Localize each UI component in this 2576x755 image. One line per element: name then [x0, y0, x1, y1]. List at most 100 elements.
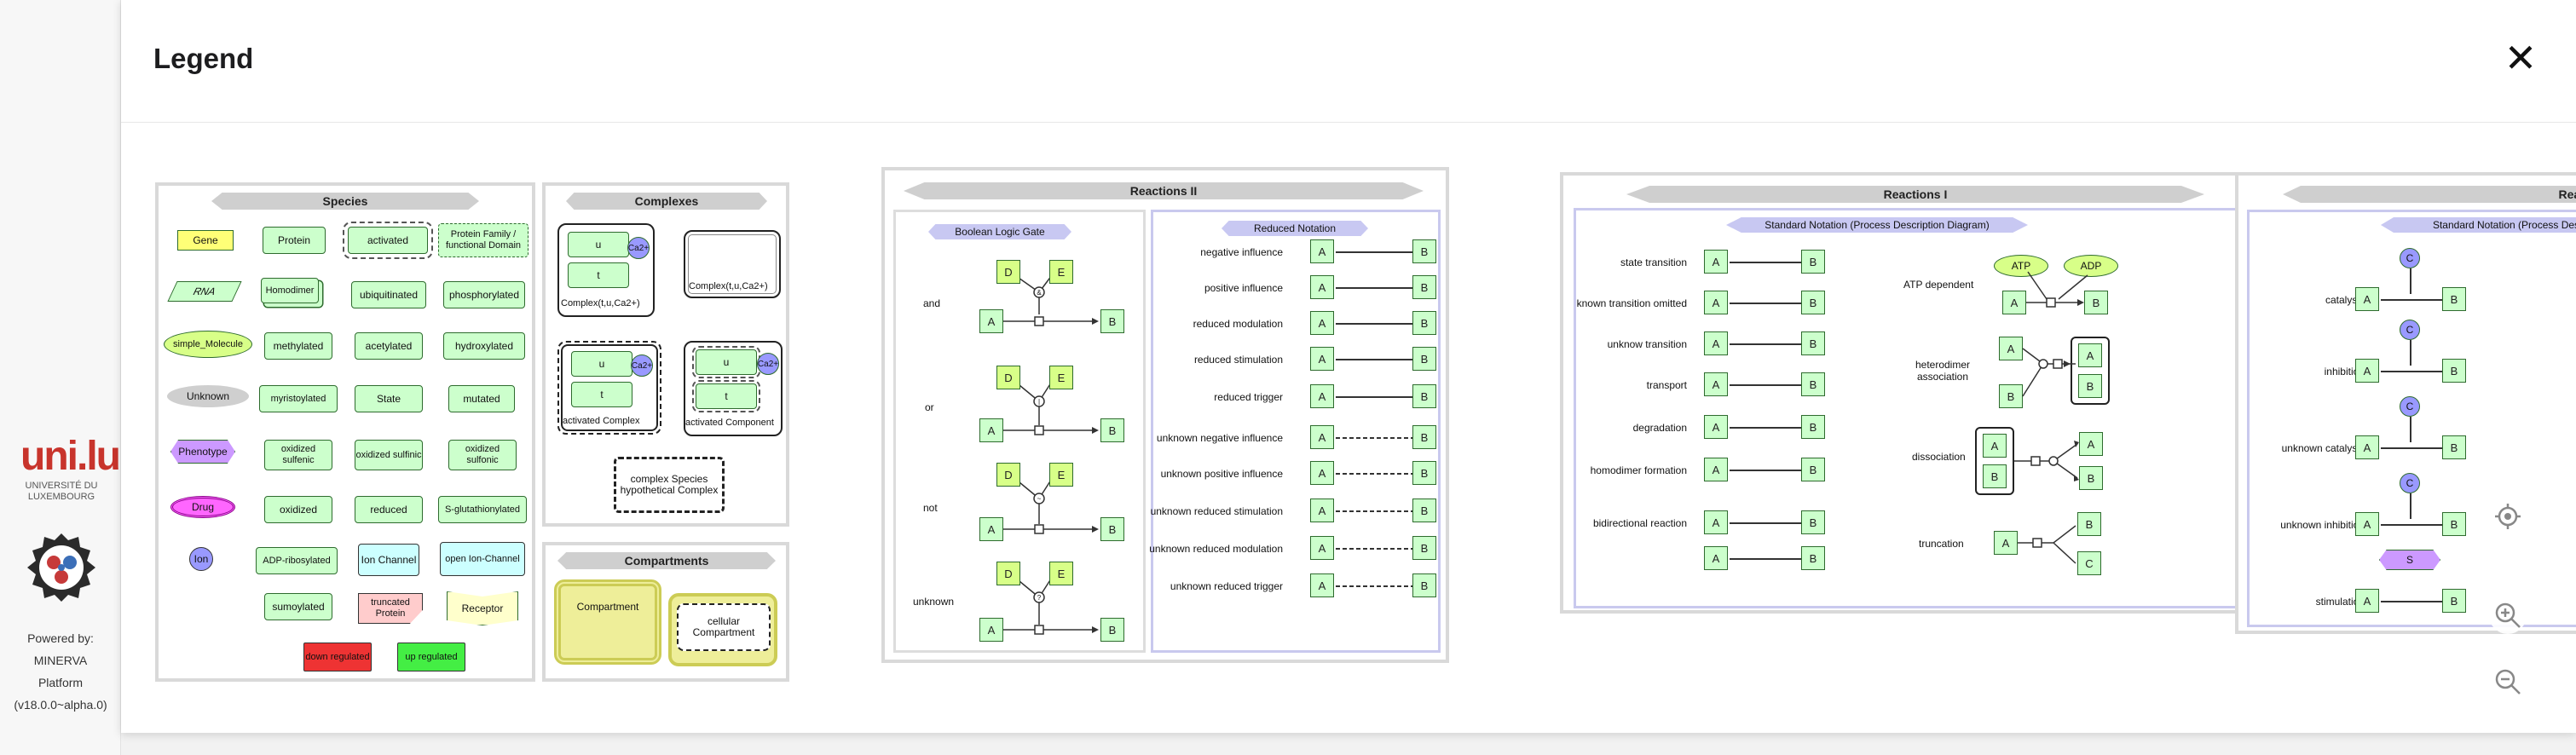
compartment-node: Compartment — [554, 579, 661, 665]
species-panel: Species Gene Protein activated Protein F… — [155, 182, 535, 682]
unknown-node: Unknown — [167, 385, 249, 407]
reaction-i-b: B — [1801, 415, 1825, 439]
reaction-i-b: B — [1801, 331, 1825, 355]
svg-text:?: ? — [1037, 594, 1042, 602]
reduced-row-b: B — [1412, 499, 1436, 522]
reaction-iii-line — [2381, 299, 2442, 301]
reduced-row-b: B — [1412, 425, 1436, 449]
and-a: A — [979, 309, 1003, 333]
myristoylated-node: myristoylated — [259, 385, 338, 412]
reduced-row-line — [1336, 323, 1412, 325]
reaction-i-line — [1730, 384, 1801, 386]
complex-4-ca-ion: Ca2+ — [757, 353, 779, 375]
reduced-row-b: B — [1412, 347, 1436, 371]
reaction-iii-b: B — [2442, 512, 2466, 536]
atp-dependent-label: ATP dependent — [1903, 279, 1974, 291]
reaction-iii-a: A — [2355, 287, 2379, 311]
reduced-row-label: reduced modulation — [1193, 318, 1283, 330]
gate-or-label: or — [925, 401, 934, 413]
unknown-a: A — [979, 618, 1003, 642]
boolean-gate-title: Boolean Logic Gate — [928, 224, 1071, 239]
boolean-gate-box: Boolean Logic Gate and or not unknown — [893, 210, 1146, 653]
trunc-b: B — [2077, 512, 2101, 536]
reduced-row-line — [1336, 359, 1412, 360]
standard-notation-box-full: Standard Notation (Process Description D… — [1574, 208, 2255, 608]
reaction-iii-label: unknown inhibition — [2280, 519, 2365, 531]
complexes-panel: Complexes u t Ca2+ Complex(t,u,Ca2+) Com… — [542, 182, 789, 527]
reduced-row-line — [1336, 548, 1412, 550]
platform-name: MINERVA — [33, 654, 88, 667]
reaction-i-a: A — [1704, 372, 1728, 396]
sumoylated-node: sumoylated — [264, 593, 332, 620]
complex-1-label: Complex(t,u,Ca2+) — [561, 298, 640, 308]
minerva-logo-icon[interactable] — [26, 532, 97, 603]
reaction-i-line2 — [1730, 558, 1801, 560]
university-logo[interactable]: uni.lu UNIVERSITÉ DU LUXEMBOURG — [20, 433, 121, 503]
reaction-iii-b: B — [2442, 589, 2466, 613]
reaction-iii-a: A — [2355, 512, 2379, 536]
reduced-row-label: reduced trigger — [1214, 391, 1283, 403]
reaction-iii-mod-line — [2410, 493, 2411, 519]
reaction-i-b: B — [1801, 510, 1825, 534]
compartments-title: Compartments — [557, 552, 776, 569]
reduced-row-a: A — [1310, 461, 1334, 485]
gate-diagrams: &|~? — [996, 271, 1099, 635]
reaction-i-label: known transition omitted — [1576, 297, 1687, 309]
close-icon[interactable]: ✕ — [2504, 36, 2538, 80]
species-title: Species — [211, 193, 479, 210]
phosphorylated-node: phosphorylated — [443, 281, 525, 308]
reaction-iii-c: C — [2400, 473, 2420, 493]
reduced-row-a: A — [1310, 239, 1334, 263]
powered-by: Powered by: MINERVA Platform (v18.0.0~al… — [0, 627, 121, 716]
hetero-complex — [2071, 337, 2110, 405]
rna-node: RNA — [167, 281, 242, 302]
and-e: E — [1049, 260, 1073, 284]
reduced-row-b: B — [1412, 536, 1436, 560]
oxidized-sulfonic-node: oxidized sulfonic — [448, 440, 517, 470]
reaction-iii-b: B — [2442, 359, 2466, 383]
reduced-row-b: B — [1412, 573, 1436, 597]
activated-node: activated — [343, 222, 433, 259]
adp-node: ADP — [2064, 255, 2118, 277]
reaction-i-label: degradation — [1632, 422, 1687, 434]
simple-molecule-node: simple_Molecule — [164, 331, 252, 358]
complex-4-u: u — [692, 346, 760, 378]
crosshair-icon[interactable] — [2489, 498, 2527, 535]
not-d: D — [996, 463, 1020, 487]
reactions-iii-sub: Standard Notation (Process Desc — [2381, 217, 2576, 233]
reaction-i-label: transport — [1646, 379, 1687, 391]
receptor-node: Receptor — [447, 591, 518, 625]
gene-node: Gene — [177, 230, 234, 251]
methylated-node: methylated — [264, 332, 332, 360]
zoom-in-icon[interactable] — [2489, 597, 2527, 634]
phenotype-node: Phenotype — [170, 440, 235, 464]
reduced-row-a: A — [1310, 311, 1334, 335]
reaction-iii-b: B — [2442, 435, 2466, 459]
reduced-row-label: reduced stimulation — [1193, 354, 1283, 366]
reduced-row-label: unknown reduced trigger — [1170, 580, 1283, 592]
svg-text:~: ~ — [1037, 495, 1042, 503]
truncation-label: truncation — [1919, 538, 1964, 550]
truncated-protein-node: truncated Protein — [358, 593, 423, 624]
oxidized-sulfenic-node: oxidized sulfenic — [264, 440, 332, 470]
reaction-i-a2: A — [1704, 546, 1728, 570]
complex-2: Complex(t,u,Ca2+) — [684, 230, 781, 298]
reduced-row-line — [1336, 437, 1412, 439]
sidebar: uni.lu UNIVERSITÉ DU LUXEMBOURG Powered … — [0, 0, 121, 755]
zoom-out-icon[interactable] — [2489, 663, 2527, 700]
reaction-i-b: B — [1801, 458, 1825, 481]
complex-3-label: activated Complex — [563, 416, 640, 426]
reaction-i-b2: B — [1801, 546, 1825, 570]
unknown-e: E — [1049, 562, 1073, 585]
complex-1-t: t — [568, 262, 629, 288]
reaction-iii-line — [2381, 447, 2442, 449]
gate-not-label: not — [923, 502, 938, 514]
reaction-iii-c: C — [2400, 396, 2420, 417]
ion-node: Ion — [189, 547, 213, 571]
complexes-title: Complexes — [566, 193, 767, 210]
not-e: E — [1049, 463, 1073, 487]
reaction-iii-mod-line — [2410, 417, 2411, 442]
reaction-iii-label: inhibition — [2324, 366, 2365, 378]
hetero-b: B — [1999, 384, 2023, 408]
cellular-compartment-label: cellular Compartment — [677, 603, 771, 651]
